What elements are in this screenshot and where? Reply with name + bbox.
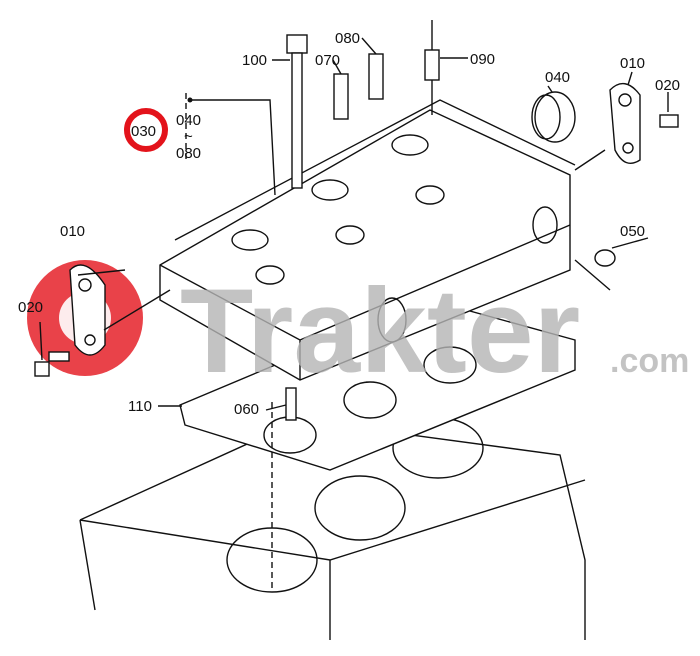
bracket-010-left	[69, 264, 106, 356]
label-range-to: 080	[176, 145, 201, 162]
label-100: 100	[242, 52, 267, 69]
highlight-circle	[124, 108, 168, 152]
label-010-right: 010	[620, 55, 645, 72]
label-080: 080	[335, 30, 360, 47]
label-020-left: 020	[18, 299, 43, 316]
bracket-010-right	[609, 82, 641, 164]
plug-040	[531, 91, 576, 143]
label-range-from: 040	[176, 112, 201, 129]
engine-block	[79, 417, 586, 640]
label-range-sep: ~	[184, 128, 193, 145]
bolt-020-left	[34, 351, 70, 377]
label-020-right: 020	[655, 77, 680, 94]
watermark-brand: Trakter	[180, 264, 580, 398]
label-070: 070	[315, 52, 340, 69]
label-010-left: 010	[60, 223, 85, 240]
bolt-100	[286, 34, 308, 189]
guide-080	[368, 53, 384, 100]
stud-060	[285, 387, 297, 421]
cylinder-head	[159, 99, 576, 381]
plug-050	[594, 249, 616, 267]
watermark: Trakter .com	[180, 264, 689, 398]
watermark-suffix: .com	[610, 342, 689, 380]
label-110: 110	[128, 398, 152, 415]
label-030: 030	[131, 123, 156, 140]
sensor-090	[424, 20, 440, 115]
guide-070	[333, 73, 349, 120]
label-090: 090	[470, 51, 495, 68]
label-060: 060	[234, 401, 259, 418]
label-040: 040	[545, 69, 570, 86]
label-050: 050	[620, 223, 645, 240]
bolt-020-right	[659, 114, 679, 128]
